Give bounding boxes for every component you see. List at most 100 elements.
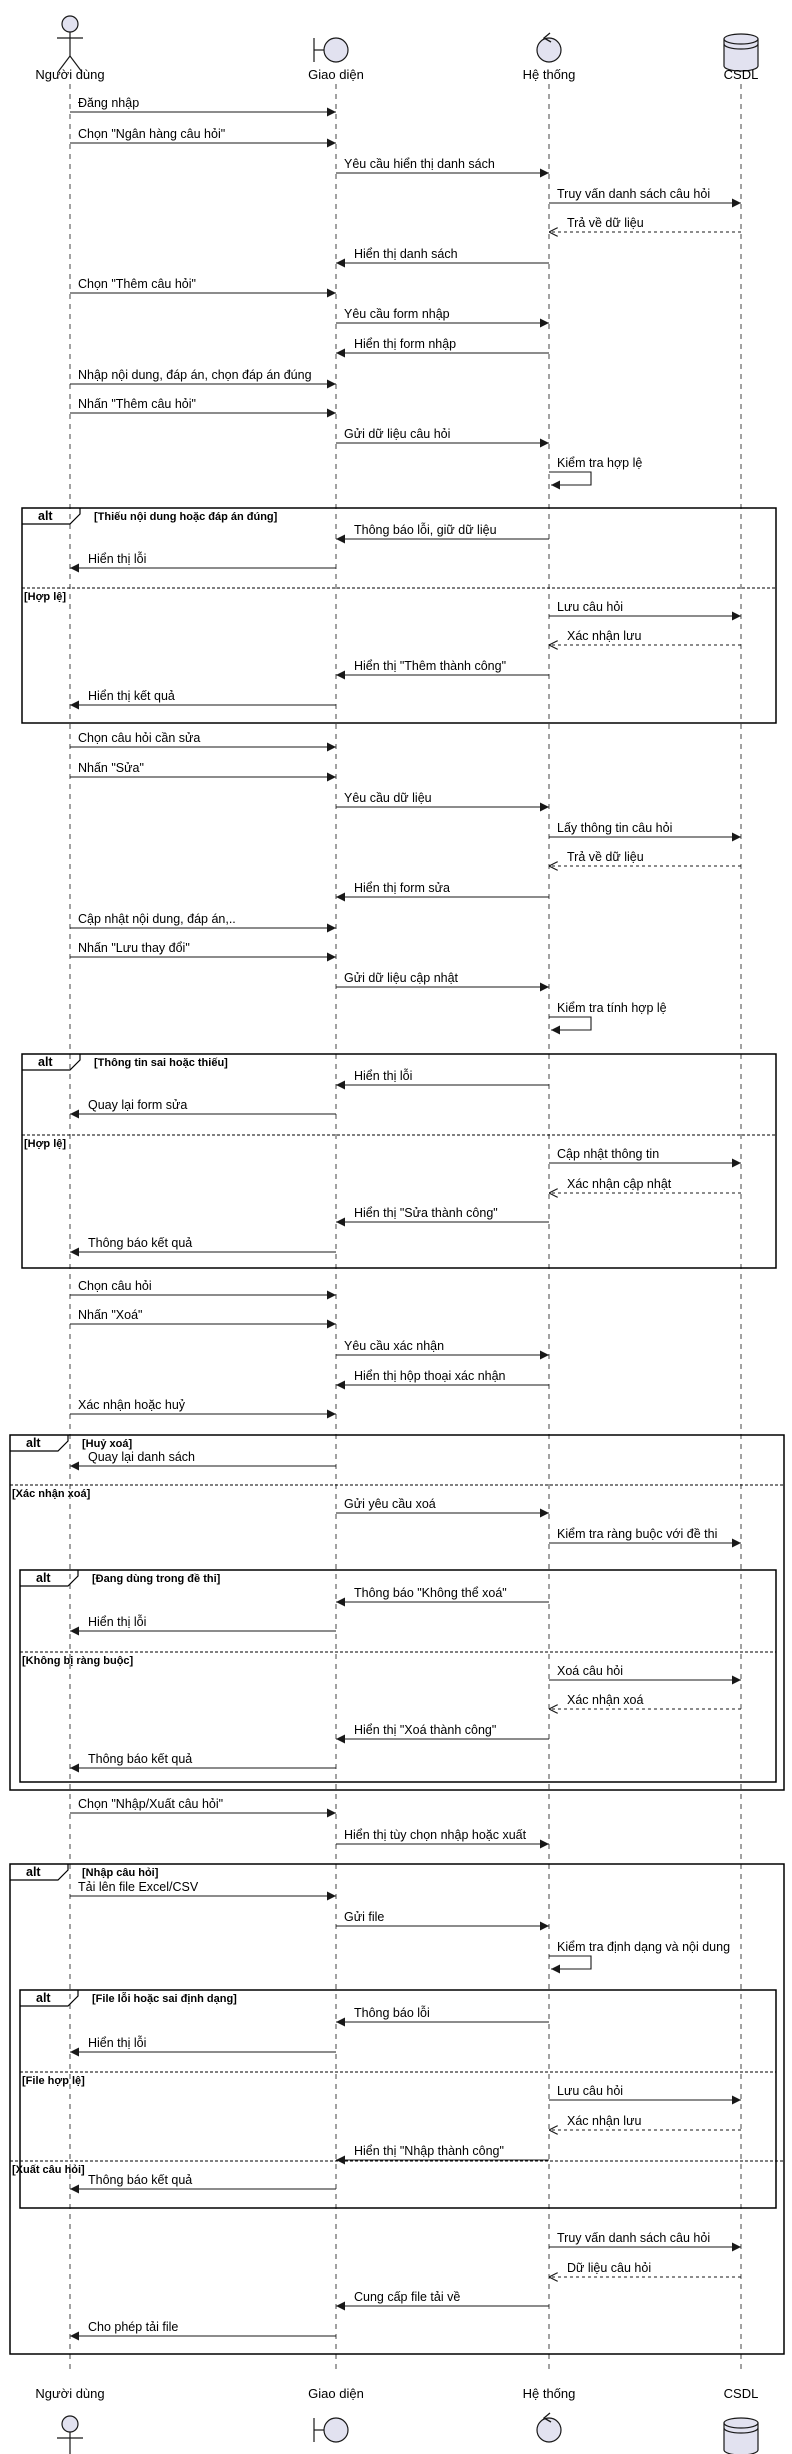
message-label: Yêu cầu form nhập xyxy=(344,307,450,321)
message: Gửi dữ liệu cập nhật xyxy=(336,971,549,992)
participant-db-bottom: CSDL xyxy=(723,2386,759,2454)
message-label: Nhập nội dung, đáp án, chọn đáp án đúng xyxy=(78,368,312,382)
message: Cho phép tải file xyxy=(70,2320,336,2341)
alt-fragment: alt[Huỷ xoá][Xác nhận xoá] xyxy=(9,1434,785,1791)
message-label: Truy vấn danh sách câu hỏi xyxy=(557,2231,710,2245)
message: Hiển thị tùy chọn nhập hoặc xuất xyxy=(336,1828,549,1849)
fragment-operator: alt xyxy=(38,1055,53,1069)
participant-db-top: CSDL xyxy=(723,33,759,82)
message-label: Chọn "Nhập/Xuất câu hỏi" xyxy=(78,1797,223,1811)
message: Chọn "Thêm câu hỏi" xyxy=(70,277,336,298)
message: Dữ liệu câu hỏi xyxy=(549,2261,741,2277)
message: Thông báo kết quả xyxy=(70,1752,336,1773)
fragment-guard: [Xuất câu hỏi] xyxy=(12,2164,85,2176)
fragment-guard: [Không bị ràng buộc] xyxy=(22,1655,134,1667)
message-label: Yêu cầu hiển thị danh sách xyxy=(344,157,495,171)
message-label: Lưu câu hỏi xyxy=(557,600,623,614)
participant-ui-bottom: Giao diện xyxy=(308,2386,364,2443)
fragment-operator: alt xyxy=(26,1865,41,1879)
alt-fragment: alt[Thiếu nội dung hoặc đáp án đúng][Hợp… xyxy=(21,507,777,724)
message-label: Hiển thị form nhập xyxy=(354,337,456,351)
message: Chọn "Ngân hàng câu hỏi" xyxy=(70,127,336,148)
message-label: Thông báo kết quả xyxy=(88,1752,192,1766)
message: Thông báo lỗi, giữ dữ liệu xyxy=(336,522,549,544)
participant-label: CSDL xyxy=(724,67,759,82)
message: Truy vấn danh sách câu hỏi xyxy=(549,2231,741,2252)
message-label: Hiển thị "Nhập thành công" xyxy=(354,2144,504,2158)
alt-fragment: alt[Nhập câu hỏi][Xuất câu hỏi] xyxy=(9,1863,785,2355)
message-label: Hiển thị kết quả xyxy=(88,689,175,703)
message: Hiển thị lỗi xyxy=(70,2035,336,2057)
fragment-guard: [Thông tin sai hoặc thiếu] xyxy=(94,1057,228,1069)
message: Nhấn "Sửa" xyxy=(70,761,336,782)
message: Hiển thị lỗi xyxy=(336,1068,549,1090)
message-label: Hiển thị "Xoá thành công" xyxy=(354,1723,496,1737)
message: Nhấn "Lưu thay đổi" xyxy=(70,941,336,962)
message: Yêu cầu hiển thị danh sách xyxy=(336,157,549,178)
message: Xác nhận xoá xyxy=(549,1693,741,1709)
participant-sys-bottom: Hệ thống xyxy=(523,2386,575,2443)
message: Tải lên file Excel/CSV xyxy=(70,1880,336,1901)
participant-label: Người dùng xyxy=(35,2386,104,2401)
message: Gửi file xyxy=(336,1910,549,1931)
message-label: Thông báo kết quả xyxy=(88,1236,192,1250)
message-label: Quay lại form sửa xyxy=(88,1098,187,1112)
message-label: Chọn "Ngân hàng câu hỏi" xyxy=(78,127,225,141)
message: Lưu câu hỏi xyxy=(549,2084,741,2105)
message-label: Thông báo kết quả xyxy=(88,2173,192,2187)
participant-ui-top: Giao diện xyxy=(308,37,364,82)
message-label: Thông báo lỗi xyxy=(354,2005,430,2020)
message-label: Hiển thị "Thêm thành công" xyxy=(354,659,506,673)
message: Hiển thị "Nhập thành công" xyxy=(336,2144,549,2165)
message: Thông báo "Không thể xoá" xyxy=(336,1586,549,1607)
message: Chọn câu hỏi cần sửa xyxy=(70,731,336,752)
message-label: Truy vấn danh sách câu hỏi xyxy=(557,187,710,201)
participant-user-bottom: Người dùng xyxy=(35,2386,105,2454)
message: Xác nhận lưu xyxy=(549,629,741,645)
control-icon xyxy=(536,2412,562,2443)
message-label: Hiển thị danh sách xyxy=(354,247,458,261)
message: Kiểm tra hợp lệ xyxy=(549,456,642,490)
message: Hiển thị lỗi xyxy=(70,551,336,573)
message-label: Chọn "Thêm câu hỏi" xyxy=(78,277,196,291)
message: Hiển thị "Xoá thành công" xyxy=(336,1723,549,1744)
message: Xác nhận hoặc huỷ xyxy=(70,1398,336,1419)
message-label: Nhấn "Lưu thay đổi" xyxy=(78,941,190,955)
database-icon xyxy=(723,2417,759,2454)
message: Cung cấp file tải về xyxy=(336,2290,549,2311)
message: Thông báo kết quả xyxy=(70,2173,336,2194)
message: Quay lại danh sách xyxy=(70,1450,336,1471)
participant-label: Hệ thống xyxy=(523,67,576,82)
message-label: Thông báo lỗi, giữ dữ liệu xyxy=(354,522,497,537)
message: Hiển thị form sửa xyxy=(336,881,549,902)
alt-fragment: alt[Đang dùng trong đề thi][Không bị ràn… xyxy=(19,1569,777,1783)
message-label: Xác nhận cập nhật xyxy=(567,1177,672,1191)
message-label: Cung cấp file tải về xyxy=(354,2290,460,2304)
message: Xác nhận cập nhật xyxy=(549,1177,741,1193)
message-label: Yêu cầu xác nhận xyxy=(344,1339,444,1353)
message-label: Hiển thị form sửa xyxy=(354,881,450,895)
message: Gửi yêu cầu xoá xyxy=(336,1497,549,1518)
fragment-guard: [File lỗi hoặc sai định dạng] xyxy=(92,1992,237,2005)
message-label: Nhấn "Sửa" xyxy=(78,761,144,775)
message-label: Chọn câu hỏi cần sửa xyxy=(78,731,200,745)
fragment-guard: [Thiếu nội dung hoặc đáp án đúng] xyxy=(94,511,278,523)
participant-user-top: Người dùng xyxy=(35,15,105,82)
message: Nhấn "Thêm câu hỏi" xyxy=(70,397,336,418)
message: Cập nhật nội dung, đáp án,.. xyxy=(70,912,336,933)
message: Kiểm tra định dạng và nội dung xyxy=(549,1940,730,1974)
participant-label: Giao diện xyxy=(308,67,364,82)
participant-label: Giao diện xyxy=(308,2386,364,2401)
control-icon xyxy=(536,32,562,63)
fragment-guard: [Hợp lệ] xyxy=(24,1138,66,1150)
message: Yêu cầu dữ liệu xyxy=(336,791,549,812)
fragment-operator: alt xyxy=(26,1436,41,1450)
message-label: Cho phép tải file xyxy=(88,2320,178,2334)
message-label: Kiểm tra tính hợp lệ xyxy=(557,1001,667,1015)
message: Truy vấn danh sách câu hỏi xyxy=(549,187,741,208)
message-label: Đăng nhập xyxy=(78,96,139,110)
self-message-arrow xyxy=(549,1955,592,1974)
message: Hiển thị "Sửa thành công" xyxy=(336,1206,549,1227)
message: Kiểm tra ràng buộc với đề thi xyxy=(549,1527,741,1548)
message: Chọn "Nhập/Xuất câu hỏi" xyxy=(70,1797,336,1818)
